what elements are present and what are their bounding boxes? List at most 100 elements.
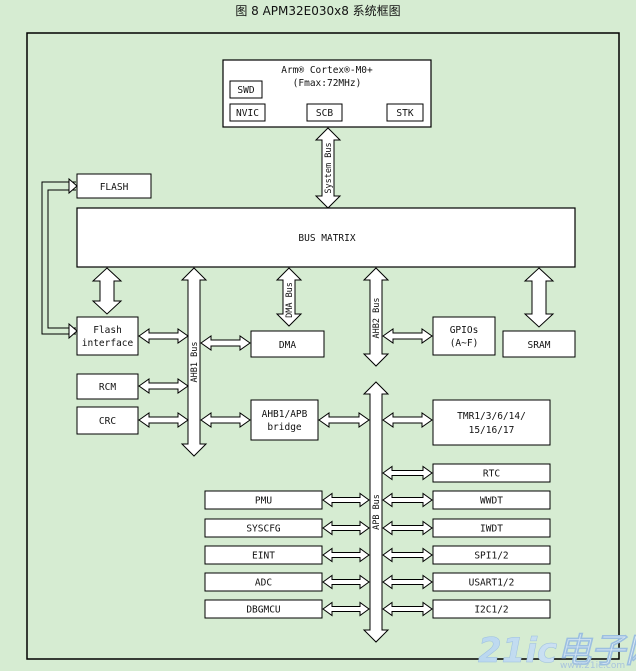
apb-right-arrow-rtc <box>382 465 433 481</box>
bridge-box <box>250 399 319 441</box>
sram-label: SRAM <box>528 340 551 351</box>
apb-left-peripherals: PMU SYSCFG EINT ADC DBGMCU <box>204 490 370 619</box>
apb-right-arrow-iwdt <box>382 520 433 536</box>
apb-right-arrow-wwdt <box>382 492 433 508</box>
bridge-apb-arrow <box>318 412 370 428</box>
apb-left-arrow-eint <box>322 547 370 563</box>
rcm-box <box>76 373 139 400</box>
ahb1-bus-arrow <box>180 267 208 457</box>
apb-left-label-dbgmcu: DBGMCU <box>246 605 281 616</box>
apb-right-label-iwdt: IWDT <box>480 524 503 535</box>
apb-right-label-i2c1-2: I2C1/2 <box>474 605 508 616</box>
cpu-core: Arm® Cortex®-M0+ (Fmax:72MHz) SWD NVIC S… <box>222 59 432 128</box>
apb-left-arrow-pmu <box>322 492 370 508</box>
apb-left-arrow-syscfg <box>322 520 370 536</box>
bridge-label-2: bridge <box>267 422 302 433</box>
ahb1-bus-label: AHB1 Bus <box>190 342 200 383</box>
apb-bus-label: APB Bus <box>372 494 382 530</box>
apb-right-box-i2c1-2 <box>432 599 551 619</box>
system-bus-label: System Bus <box>324 142 334 193</box>
flash-interface-label-2: interface <box>82 338 134 349</box>
flash-box <box>76 173 152 199</box>
ahb1-bridge-arrow <box>200 412 251 428</box>
dma-box <box>250 330 325 358</box>
apb-right-arrow-i2c1-2 <box>382 601 433 617</box>
rcm-ahb1-arrow <box>138 378 189 394</box>
flash-interface-label-1: Flash <box>93 325 122 336</box>
bridge-label-1: AHB1/APB <box>262 409 308 420</box>
apb-left-label-pmu: PMU <box>255 496 272 507</box>
apb-right-label-spi1-2: SPI1/2 <box>474 551 508 562</box>
tmr-label-2: 15/16/17 <box>469 425 515 436</box>
bus-matrix-box <box>76 207 576 268</box>
apb-right-arrow-spi1-2 <box>382 547 433 563</box>
figure-title: 图 8 APM32E030x8 系统框图 <box>235 4 400 18</box>
flash-loop-arrowhead-top <box>68 177 78 195</box>
apb-left-box-pmu <box>204 490 323 510</box>
flash-label: FLASH <box>100 182 129 193</box>
gpio-label-1: GPIOs <box>450 325 479 336</box>
cpu-name: Arm® Cortex®-M0+ <box>281 65 373 76</box>
ahb1-dma-arrow <box>200 335 251 351</box>
apb-right-label-wwdt: WWDT <box>480 496 503 507</box>
tmr-box <box>432 399 551 446</box>
apb-left-arrow-adc <box>322 574 370 590</box>
apb-right-label-usart1-2: USART1/2 <box>469 578 515 589</box>
apb-right-box-usart1-2 <box>432 572 551 592</box>
crc-box <box>76 406 139 435</box>
watermark-text: 21ic电子网 <box>478 631 636 671</box>
apb-left-label-adc: ADC <box>255 578 272 589</box>
stk-box <box>386 103 424 122</box>
flash-loop-arrowhead-bottom <box>68 322 78 340</box>
apb-right-box-wwdt <box>432 490 551 510</box>
cpu-freq: (Fmax:72MHz) <box>293 78 362 89</box>
watermark: 21ic电子网 www.21ic.com <box>478 631 636 671</box>
matrix-flashif-arrow <box>91 267 123 315</box>
flash-interface-box <box>76 316 139 356</box>
apb-right-arrow-usart1-2 <box>382 574 433 590</box>
apb-tmr-arrow <box>382 412 433 428</box>
swd-label: SWD <box>237 85 254 96</box>
apb-left-box-syscfg <box>204 518 323 538</box>
apb-right-box-iwdt <box>432 518 551 538</box>
matrix-sram-arrow <box>523 267 555 328</box>
apb-right-box-rtc <box>432 463 551 483</box>
apb-left-box-adc <box>204 572 323 592</box>
flash-loop-connector <box>41 181 76 335</box>
ahb2-bus-label: AHB2 Bus <box>372 298 382 339</box>
watermark-url: www.21ic.com <box>560 661 625 671</box>
apb-left-box-dbgmcu <box>204 599 323 619</box>
flashif-ahb1-arrow <box>138 328 189 344</box>
apb-left-label-eint: EINT <box>252 551 275 562</box>
ahb2-gpio-arrow <box>382 328 433 344</box>
apb-left-arrow-dbgmcu <box>322 601 370 617</box>
bus-matrix-label: BUS MATRIX <box>298 233 355 244</box>
apb-left-label-syscfg: SYSCFG <box>246 524 281 535</box>
apb-right-label-rtc: RTC <box>483 469 500 480</box>
gpio-box <box>432 316 496 356</box>
crc-ahb1-arrow <box>138 412 189 428</box>
nvic-label: NVIC <box>236 108 259 119</box>
rcm-label: RCM <box>99 382 116 393</box>
scb-label: SCB <box>316 108 333 119</box>
apb-left-box-eint <box>204 545 323 565</box>
dma-bus-label: DMA Bus <box>285 282 295 318</box>
scb-box <box>306 103 343 122</box>
fixed-connectors <box>138 328 433 428</box>
apb-right-box-spi1-2 <box>432 545 551 565</box>
tmr-label-1: TMR1/3/6/14/ <box>457 411 526 422</box>
apb-bus-arrow <box>362 381 390 643</box>
crc-label: CRC <box>99 416 116 427</box>
gpio-label-2: (A~F) <box>450 338 479 349</box>
ahb2-bus-arrow <box>362 267 390 367</box>
sram-box <box>502 330 576 358</box>
dma-bus-arrow <box>275 267 303 327</box>
dma-label: DMA <box>279 340 296 351</box>
swd-box <box>229 80 263 99</box>
outer-frame <box>26 32 620 660</box>
nvic-box <box>229 103 266 122</box>
stk-label: STK <box>396 108 413 119</box>
